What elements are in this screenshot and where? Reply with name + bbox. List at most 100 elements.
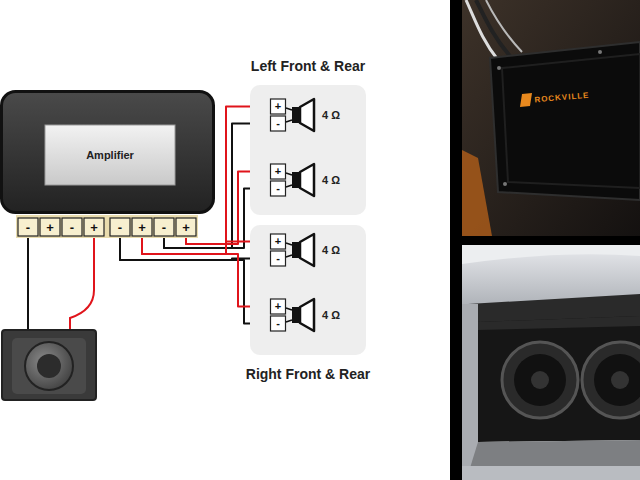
amplifier-plate [45,125,175,185]
impedance-label: 4 Ω [322,109,340,121]
speaker-symbol [270,163,360,197]
terminal-sign-area: - [154,218,174,236]
logo-mark [520,93,532,107]
speaker-wire-pair [120,238,270,324]
speaker-cone [300,164,314,196]
terminal-sign-area: - [271,251,286,266]
terminal-sign: - [26,221,30,234]
terminal-sign-area: + [84,218,104,236]
speaker-symbol [270,298,360,332]
speaker-cone [300,234,314,266]
terminal [271,316,286,331]
terminal-sign: + [138,221,146,234]
speaker: 4 Ω [270,298,360,332]
trunk-interior [462,0,640,236]
impedance-area: 4 Ω [322,98,340,132]
impedance-label: 4 Ω [322,244,340,256]
impedance-area: 4 Ω [322,163,340,197]
terminal-sign: + [182,221,190,234]
woofer [502,342,578,418]
amplifier-case [490,42,640,200]
subwoofer-box [478,316,640,442]
speaker-group-panel: Right Front & Rear4 Ω4 Ω [250,225,366,355]
terminal-sign-area: - [271,181,286,196]
terminal-sign-area: + [271,99,286,114]
terminal [271,164,286,179]
terminal-sign-area: - [110,218,130,236]
sub-wire-negative [27,238,29,331]
group-heading: Right Front & Rear [246,367,370,382]
dust-cap [611,371,629,389]
amplifier-panel [502,54,640,188]
terminal-lead [286,173,292,187]
terminal [62,218,82,236]
car-side [462,304,478,470]
dust-cap [531,371,549,389]
impedance-label: 4 Ω [322,174,340,186]
box-top [478,316,640,330]
screw [503,182,507,186]
terminal-sign-area: + [176,218,196,236]
terminal [18,218,38,236]
terminal-sign: + [46,221,54,234]
speaker: 4 Ω [270,98,360,132]
terminal-sign: - [118,221,122,234]
woofer [582,342,640,418]
cable [476,0,510,56]
amplifier-label-area: Amplifier [45,125,175,185]
terminal-sign-area: - [62,218,82,236]
terminal-sign: + [275,166,281,177]
amplifier-body [2,92,214,213]
terminal-sign: + [90,221,98,234]
subwoofer-photo [462,245,640,480]
screw [497,66,501,70]
amplifier-photo [462,0,640,236]
terminal [176,218,196,236]
speaker: 4 Ω [270,163,360,197]
cable [486,0,522,52]
terminal [271,181,286,196]
terminal-lead [286,308,292,322]
screw [598,50,602,54]
speaker-symbol [270,233,360,267]
amplifier-label: Amplifier [86,149,134,161]
impedance-label: 4 Ω [322,309,340,321]
terminal-sign: - [276,118,280,129]
speaker: 4 Ω [270,233,360,267]
terminal-sign-area: - [271,316,286,331]
terminal-sign-area: - [271,116,286,131]
speaker-cone [300,99,314,131]
terminal-sign: - [276,183,280,194]
group-heading-area: Right Front & Rear [220,365,396,385]
terminal [110,218,130,236]
terminal-sign-area: + [271,234,286,249]
subwoofer-symbol [2,330,96,400]
amplifier-box: Amplifier [0,90,215,238]
brand-logo-text: ROCKVILLE [534,91,590,105]
woofer-cone [594,354,640,406]
terminal-sign-area: + [132,218,152,236]
negative-wire [120,238,270,324]
terminal-sign: - [276,253,280,264]
terminal-sign-area: + [40,218,60,236]
terminal-sign-area: - [18,218,38,236]
terminal-strip [16,215,198,238]
terminal-sign: - [70,221,74,234]
terminal-sign-area: + [271,299,286,314]
brand-logo-text-area: ROCKVILLE [527,89,598,107]
terminal [271,234,286,249]
terminal [84,218,104,236]
woofer-cone [514,354,566,406]
terminal [271,116,286,131]
terminal [271,251,286,266]
impedance-area: 4 Ω [322,298,340,332]
terminal-sign-area: + [271,164,286,179]
impedance-area: 4 Ω [322,233,340,267]
terminal-lead [286,108,292,122]
terminal [154,218,174,236]
terminal-sign: - [276,318,280,329]
sub-face [12,338,86,394]
sub-wire-positive [70,238,94,331]
amplifier-drawing [0,90,215,238]
